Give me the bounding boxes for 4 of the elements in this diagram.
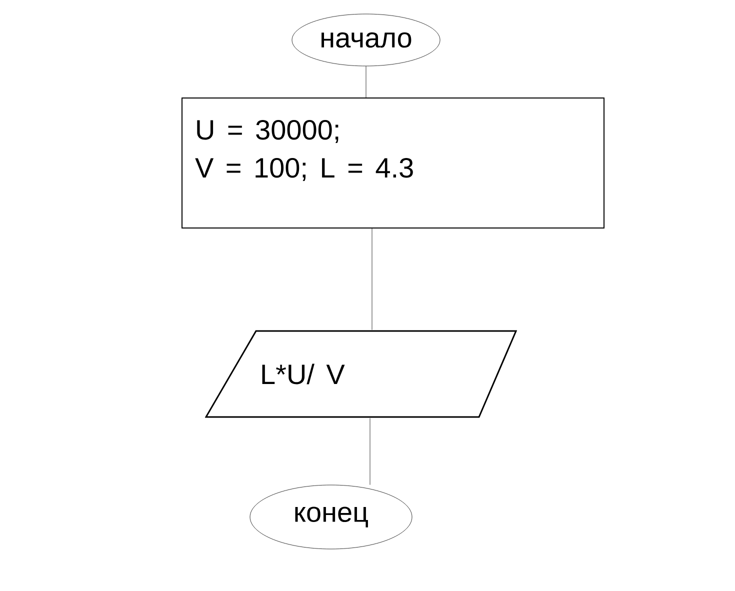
process-box: U = 30000; V = 100; L = 4.3 bbox=[182, 98, 604, 228]
end-oval: конец bbox=[250, 484, 412, 550]
start-oval: начало bbox=[292, 14, 440, 66]
io-parallelogram: L*U/ V bbox=[205, 330, 517, 418]
